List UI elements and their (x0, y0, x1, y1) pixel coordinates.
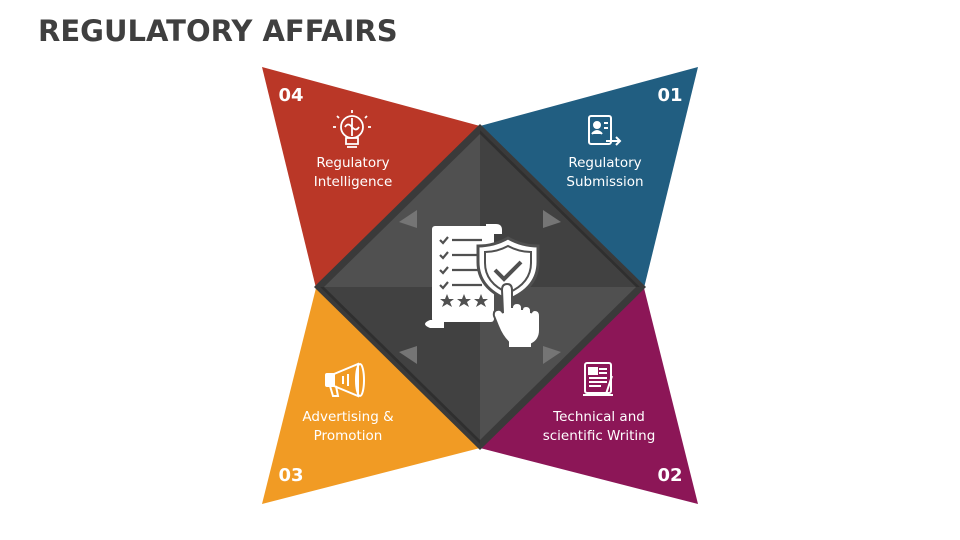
segment-02-number: 02 (657, 465, 682, 486)
arrow-marker-icon (399, 210, 417, 228)
segment-04-label-line2: Intelligence (314, 174, 393, 190)
checklist-shield-hand-icon (425, 224, 541, 349)
segment-01-label-line2: Submission (566, 174, 643, 190)
document-user-arrow-icon (588, 115, 622, 146)
megaphone-icon (325, 362, 365, 398)
segment-03-label-line1: Advertising & (302, 409, 394, 425)
page-title: REGULATORY AFFAIRS (38, 14, 398, 48)
lightbulb-brain-icon (333, 110, 371, 148)
segment-03-number: 03 (278, 465, 303, 486)
arrow-marker-icon (543, 346, 561, 364)
segment-04-shape (262, 67, 480, 288)
segment-04-label-line1: Regulatory (316, 155, 389, 171)
arrow-marker-icon (543, 210, 561, 228)
segment-02-label-line1: Technical and (552, 409, 645, 425)
segment-02-label-line2: scientific Writing (543, 428, 656, 444)
segment-04-number: 04 (278, 85, 303, 106)
arrow-marker-icon (399, 346, 417, 364)
segment-03-shape (262, 288, 480, 504)
segment-01-number: 01 (657, 85, 682, 106)
writing-tablet-icon (583, 362, 613, 396)
segment-03-label-line2: Promotion (314, 428, 383, 444)
segment-01-label-line1: Regulatory (568, 155, 641, 171)
segment-01-shape (480, 67, 698, 288)
